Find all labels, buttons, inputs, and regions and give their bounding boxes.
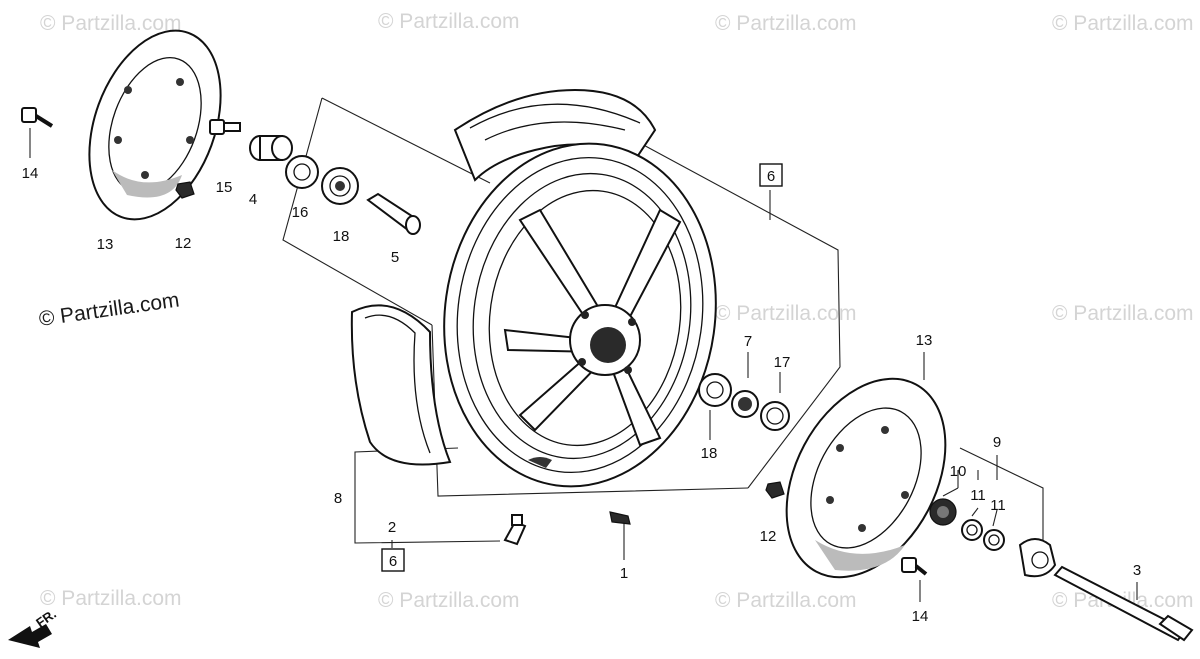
callout-11-a: 11 xyxy=(970,487,986,504)
watermark-prominent: © Partzilla.com xyxy=(37,288,180,330)
watermark: © Partzilla.com xyxy=(1052,302,1194,325)
part-1-weight xyxy=(609,511,631,525)
part-10-collar xyxy=(929,498,957,526)
callout-13-right: 13 xyxy=(916,332,933,349)
callout-1: 1 xyxy=(620,565,628,582)
watermark: © Partzilla.com xyxy=(715,589,857,612)
callout-2: 2 xyxy=(388,519,396,536)
callout-8: 8 xyxy=(334,490,342,507)
brake-disc-right xyxy=(785,377,947,579)
fender-bottom xyxy=(350,304,452,466)
callout-6-bottom: 6 xyxy=(389,553,397,570)
callout-3: 3 xyxy=(1133,562,1141,579)
watermark: © Partzilla.com xyxy=(715,302,857,325)
part-14-bolt-right xyxy=(901,557,928,576)
part-12-nut-right xyxy=(765,481,785,499)
part-14-bolt-left xyxy=(21,107,54,128)
callout-6-top: 6 xyxy=(767,168,775,185)
fender-top xyxy=(453,88,657,182)
part-18-bearing-left xyxy=(321,167,359,205)
callout-12-left: 12 xyxy=(175,235,192,252)
part-9-gearbox xyxy=(1018,538,1057,578)
callout-18-left: 18 xyxy=(333,228,350,245)
watermark: © Partzilla.com xyxy=(378,589,520,612)
watermark: © Partzilla.com xyxy=(40,12,182,35)
callout-labels: 1 2 3 4 5 6 6 7 8 9 10 11 11 12 12 13 13… xyxy=(22,165,1142,625)
callout-5: 5 xyxy=(391,249,399,266)
part-11-seal-a xyxy=(961,519,983,541)
watermark: © Partzilla.com xyxy=(715,12,857,35)
part-12-nut-left xyxy=(175,181,195,199)
callout-18-right: 18 xyxy=(701,445,718,462)
callout-9: 9 xyxy=(993,434,1001,451)
callout-11-b: 11 xyxy=(990,497,1006,514)
callout-12-right: 12 xyxy=(760,528,777,545)
part-18-bearing-right xyxy=(698,373,732,407)
part-3-axle xyxy=(1053,565,1194,642)
callout-14-left: 14 xyxy=(22,165,39,182)
reference-box xyxy=(759,163,783,187)
part-7-retainer xyxy=(731,390,759,418)
part-15-bolt xyxy=(209,119,241,135)
part-16-seal xyxy=(285,155,319,189)
reference-box xyxy=(381,548,405,572)
watermark: © Partzilla.com xyxy=(40,587,182,610)
part-11-seal-b xyxy=(983,529,1005,551)
callout-4: 4 xyxy=(249,191,257,208)
callout-14-right: 14 xyxy=(912,608,929,625)
part-2-valve xyxy=(503,514,527,546)
tire-valve-cluster xyxy=(528,457,552,468)
part-5-spacer xyxy=(366,192,421,235)
callout-7: 7 xyxy=(744,333,752,350)
front-direction-arrow: FR. xyxy=(8,606,59,648)
callout-15: 15 xyxy=(216,179,233,196)
callout-16: 16 xyxy=(292,204,309,221)
callout-13-left: 13 xyxy=(97,236,114,253)
watermark: © Partzilla.com xyxy=(378,10,520,33)
part-17-seal xyxy=(760,401,790,431)
part-4-collar xyxy=(249,135,293,161)
brake-disc-left xyxy=(88,29,222,221)
callout-10: 10 xyxy=(950,463,967,480)
callout-17: 17 xyxy=(774,354,791,371)
watermark: © Partzilla.com xyxy=(1052,12,1194,35)
wheel-rim xyxy=(443,142,717,488)
watermarks: © Partzilla.com © Partzilla.com © Partzi… xyxy=(37,10,1193,612)
